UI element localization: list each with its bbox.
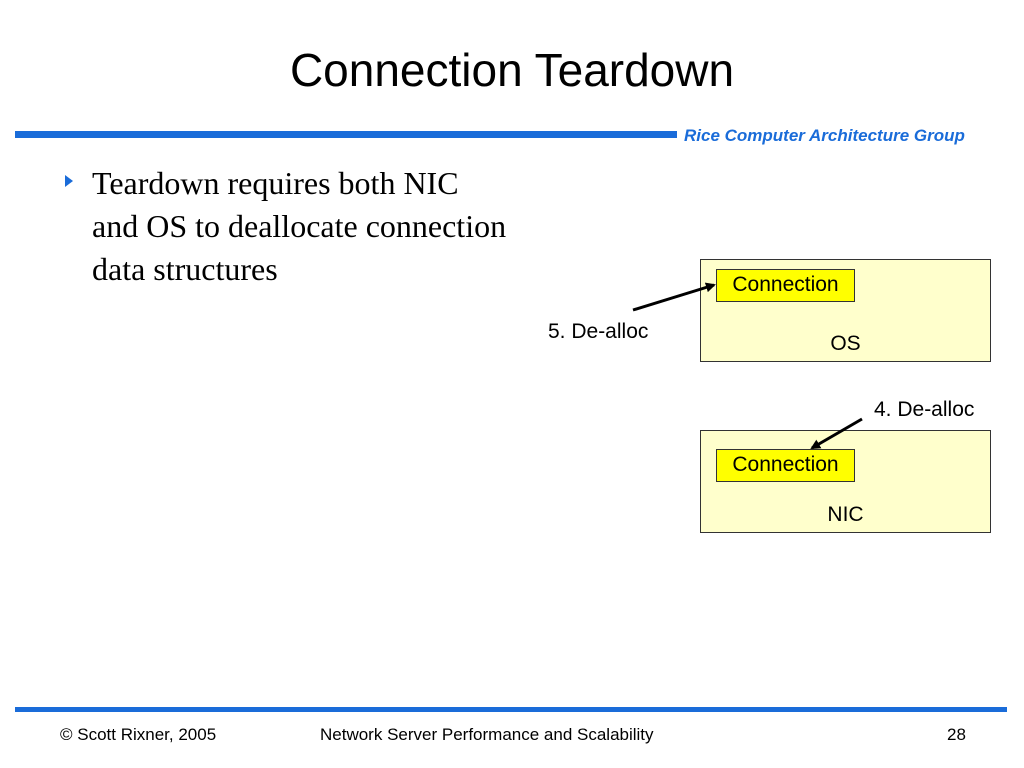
footer-course-title: Network Server Performance and Scalabili… (320, 725, 654, 744)
step-5-label: 5. De-alloc (548, 320, 649, 343)
footer-rule (15, 707, 1007, 712)
footer-page-number: 28 (947, 725, 966, 744)
step-4-label: 4. De-alloc (874, 398, 975, 421)
header-rule (15, 131, 677, 138)
nic-connection-label: Connection (716, 449, 855, 482)
bullet-text: Teardown requires both NIC and OS to dea… (92, 165, 507, 287)
header-group-name: Rice Computer Architecture Group (684, 126, 965, 145)
footer-copyright: © Scott Rixner, 2005 (60, 725, 217, 744)
slide-title: Connection Teardown (289, 44, 735, 96)
nic-box-label: NIC (827, 503, 864, 526)
os-connection-label: Connection (716, 269, 855, 302)
os-box-label: OS (830, 332, 861, 355)
triangle-bullet-icon (65, 175, 73, 187)
